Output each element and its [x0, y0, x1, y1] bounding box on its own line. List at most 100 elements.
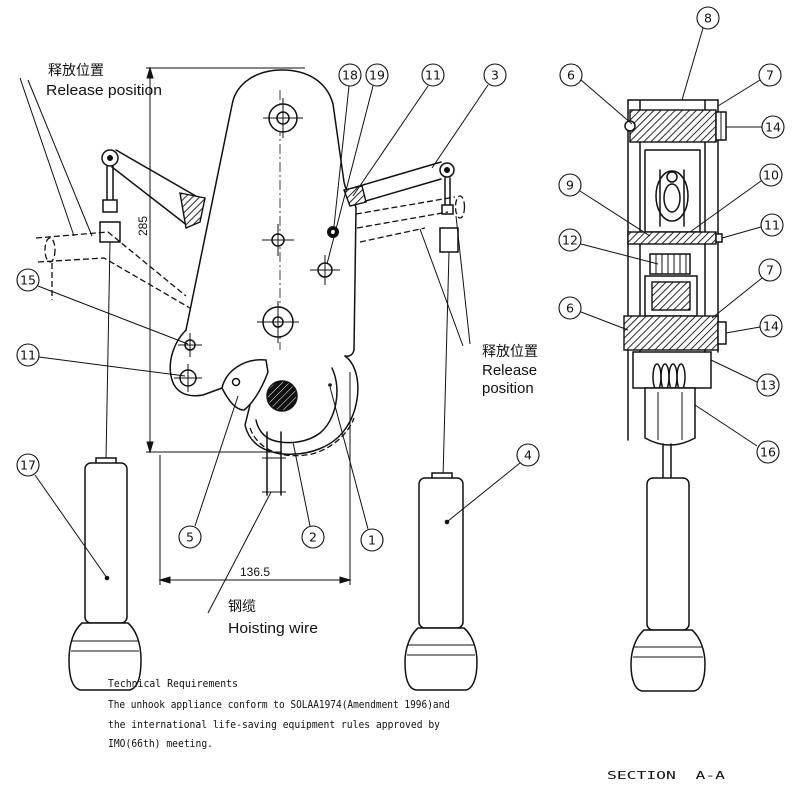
left-lever-release-position — [35, 231, 191, 309]
main-leader-lines — [19, 77, 521, 614]
weight-17 — [68, 457, 142, 691]
technical-notes: Technical Requirements The unhook applia… — [108, 677, 450, 750]
section-upper-cavity — [644, 149, 701, 233]
hole-11-left — [174, 364, 202, 392]
weight-4 — [404, 472, 478, 691]
right-release-arm-c — [359, 227, 426, 243]
left-lever-top-edge — [115, 149, 202, 200]
callout-s-6-top-ring — [559, 63, 583, 87]
right-release-arm-a — [355, 196, 456, 215]
leader-15 — [37, 285, 189, 345]
pin-18-inner — [331, 230, 335, 234]
callout-s-12: 12 — [558, 228, 582, 252]
callout-17-label: 17 — [20, 458, 36, 473]
callout-s-11-ring — [760, 213, 784, 237]
leader-s-6-bottom — [580, 311, 629, 331]
latch — [221, 359, 269, 411]
leader-19 — [326, 85, 374, 265]
left-lever-pivot-center — [107, 155, 113, 161]
leader-4 — [447, 462, 521, 522]
callout-11-left-ring — [16, 343, 40, 367]
section-lower-pin — [623, 315, 719, 351]
leader-17 — [34, 474, 108, 579]
right-link-block — [441, 204, 454, 215]
dim-arrow-top — [146, 66, 154, 79]
leader-s-9 — [579, 190, 651, 237]
leader-release-left-a — [19, 77, 75, 237]
callout-15: 15 — [16, 268, 40, 292]
callout-4: 4 — [516, 443, 540, 467]
callout-s-13: 13 — [756, 373, 780, 397]
callout-s-11-label: 11 — [764, 218, 780, 233]
right-lever — [343, 161, 459, 479]
hook — [244, 355, 359, 457]
callout-s-6-bottom-label: 6 — [566, 301, 574, 316]
callout-3-ring — [483, 63, 507, 87]
callout-s-10-label: 10 — [763, 168, 779, 183]
latch-pin — [231, 377, 241, 387]
hoisting-pin — [266, 380, 298, 412]
callout-s-6-bottom: 6 — [558, 296, 582, 320]
right-release-shackle — [454, 195, 466, 219]
callout-s-8-label: 8 — [704, 11, 712, 26]
main-plate — [169, 69, 357, 397]
callout-s-16-ring — [756, 440, 780, 464]
dim-arrow-bottom — [146, 441, 154, 454]
right-wire-box — [439, 227, 459, 253]
hook-release-outline — [249, 417, 355, 457]
dim-arrow-right — [339, 576, 352, 584]
callout-19: 19 — [365, 63, 389, 87]
callout-11-left-label: 11 — [20, 348, 36, 363]
hoisting-wire — [262, 431, 286, 496]
leader-5 — [194, 395, 239, 527]
left-lever-bottom-edge — [111, 166, 189, 227]
weight-4-bulb — [404, 627, 478, 691]
notes-line-2: the international life-saving equipment … — [108, 718, 440, 731]
callout-19-label: 19 — [369, 68, 385, 83]
callout-s-6-top-label: 6 — [567, 68, 575, 83]
callout-s-7-bottom: 7 — [758, 258, 782, 282]
section-weight — [630, 477, 706, 692]
notes-line-3: IMO(66th) meeting. — [108, 737, 213, 750]
callout-15-label: 15 — [20, 273, 36, 288]
left-lever-root — [179, 192, 206, 229]
callout-s-14-top: 14 — [761, 115, 785, 139]
hole-15 — [178, 333, 202, 357]
leader-s-6-top — [580, 79, 633, 125]
leader-18 — [333, 85, 350, 227]
leader-1 — [329, 386, 369, 530]
leader-2 — [292, 441, 311, 527]
hole-center — [262, 224, 294, 256]
release-label-cn-left: 释放位置 — [48, 63, 104, 79]
release-label-en-right-line1: Release — [482, 362, 537, 379]
right-lever-root — [343, 185, 367, 207]
callout-11-top-ring — [421, 63, 445, 87]
leader-s-11 — [721, 226, 762, 239]
callout-s-6-bottom-ring — [558, 296, 582, 320]
callout-2-label: 2 — [309, 530, 317, 545]
callout-s-16-label: 16 — [760, 445, 776, 460]
callout-5-ring — [178, 525, 202, 549]
leader-3 — [431, 84, 489, 169]
callout-s-12-ring — [558, 228, 582, 252]
callout-s-7-top-label: 7 — [766, 68, 774, 83]
release-label-cn-right: 释放位置 — [482, 344, 538, 360]
section-lower-pin-nut — [717, 321, 727, 345]
callout-s-7-top: 7 — [758, 63, 782, 87]
callout-s-9-label: 9 — [566, 178, 574, 193]
weight-17-body — [84, 462, 128, 624]
callout-s-12-label: 12 — [562, 233, 578, 248]
callout-17: 17 — [16, 453, 40, 477]
callout-3: 3 — [483, 63, 507, 87]
callout-s-8: 8 — [696, 6, 720, 30]
callout-s-14-bottom-label: 14 — [763, 319, 779, 334]
release-label-en-left: Release position — [46, 82, 162, 99]
notes-line-1: The unhook appliance conform to SOLAA197… — [108, 698, 450, 711]
callout-11-top: 11 — [421, 63, 445, 87]
callout-18-label: 18 — [342, 68, 358, 83]
hole-19 — [310, 255, 340, 285]
hook-inner — [255, 367, 338, 444]
section-top-pin — [629, 109, 717, 143]
shackle-bolt — [666, 171, 678, 183]
